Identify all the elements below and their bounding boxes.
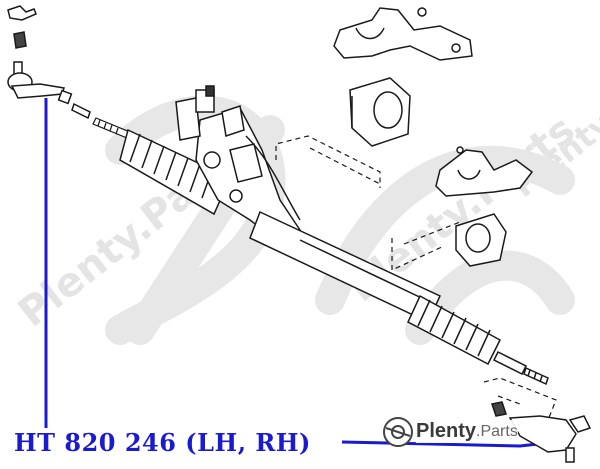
mounting-bracket-lower xyxy=(435,146,534,197)
assembly-lines xyxy=(275,135,557,421)
brand-logo-icon xyxy=(383,417,413,447)
mounting-bracket-upper xyxy=(333,7,473,61)
bellows-boot-left xyxy=(119,128,231,216)
rack-tube xyxy=(249,210,441,324)
tie-rod-end-left xyxy=(7,61,91,120)
clip-part xyxy=(7,5,37,49)
steering-gear-housing xyxy=(175,85,302,241)
tie-rod-right xyxy=(492,350,549,386)
tie-rod-end-right xyxy=(508,415,592,463)
part-number-label: HT 820 246 (LH, RH) xyxy=(14,428,311,457)
stabilizer-bushing-upper xyxy=(349,77,411,147)
stabilizer-bushing-lower xyxy=(455,213,507,267)
rack-thread-left xyxy=(92,117,131,139)
nut-right xyxy=(491,401,507,417)
brand-logo: Plenty .Parts xyxy=(416,420,518,443)
bellows-boot-right xyxy=(407,294,501,366)
brand-name: Plenty xyxy=(416,420,477,442)
brand-domain-suffix: .Parts xyxy=(476,422,518,440)
